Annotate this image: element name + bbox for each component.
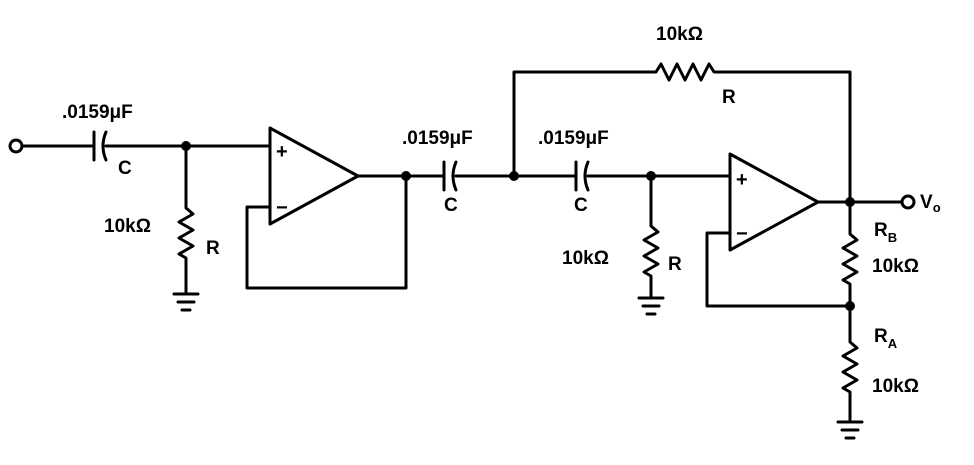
opamp-1: + −: [268, 126, 360, 226]
mid-capacitor-2-symbol-label: C: [574, 195, 588, 216]
opamp-1-feedback-wire: [245, 174, 446, 290]
input-resistor-symbol: [177, 144, 195, 294]
second-resistor-value: 10kΩ: [562, 248, 609, 269]
opamp-2-feedback-wire: [705, 200, 904, 308]
mid-capacitor-2-value: .0159μF: [538, 128, 609, 149]
second-resistor-symbol: [642, 174, 660, 298]
opamp-2: + −: [728, 152, 820, 252]
output-terminal: [900, 194, 916, 210]
feedback-resistor-value: 10kΩ: [656, 24, 703, 45]
ground-icon: [172, 292, 200, 312]
ground-icon: [836, 420, 864, 440]
feedback-resistor-symbol-label: R: [722, 87, 736, 108]
mid-capacitor-1-symbol-label: C: [444, 195, 458, 216]
ra-resistor-symbol: [841, 304, 859, 422]
ra-label: RA: [874, 326, 898, 351]
input-capacitor-symbol-label: C: [118, 158, 132, 179]
input-resistor-symbol-label: R: [206, 238, 220, 259]
input-terminal: [8, 138, 24, 154]
input-resistor-value: 10kΩ: [104, 216, 151, 237]
mid-capacitor-2-symbol: [512, 160, 732, 192]
opamp-1-minus: −: [276, 197, 288, 219]
opamp-2-plus: +: [736, 169, 748, 191]
rb-label: RB: [874, 220, 897, 245]
junction-dot: [401, 171, 411, 181]
opamp-1-plus: +: [276, 141, 288, 163]
second-resistor-symbol-label: R: [668, 254, 682, 275]
rb-value: 10kΩ: [872, 256, 919, 277]
rb-resistor-symbol: [841, 200, 859, 308]
ground-icon: [637, 296, 665, 316]
input-capacitor-value: .0159μF: [62, 102, 133, 123]
ra-value: 10kΩ: [872, 376, 919, 397]
input-capacitor-symbol: [92, 130, 108, 162]
mid-capacitor-1-value: .0159μF: [402, 128, 473, 149]
opamp-2-minus: −: [736, 223, 748, 245]
feedback-resistor-symbol: [512, 62, 852, 202]
mid-capacitor-1-symbol: [442, 160, 516, 192]
output-label: Vo: [920, 192, 941, 215]
